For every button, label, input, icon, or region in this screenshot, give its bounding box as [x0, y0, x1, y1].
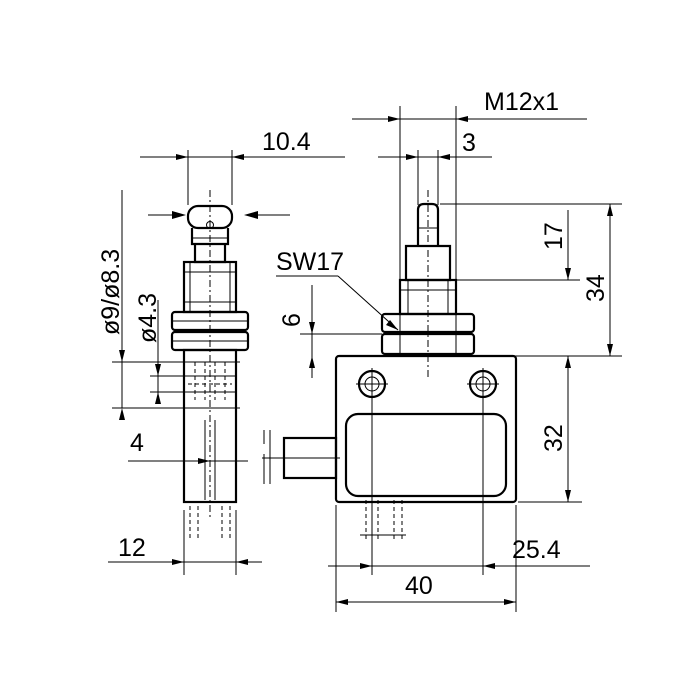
dim-overall-height: 34	[582, 274, 610, 302]
dim-nut-height: 6	[278, 313, 306, 327]
dim-cable: 4	[130, 429, 144, 457]
dim-thread: M12x1	[484, 88, 559, 116]
switch-housing	[334, 354, 518, 504]
cover-plate	[344, 412, 508, 498]
dim-body-width: 40	[405, 572, 433, 600]
dim-diameters: ø9/ø8.3	[97, 249, 125, 335]
dim-small-diameter: ø4.3	[134, 293, 162, 343]
dim-plunger-width: 3	[462, 129, 476, 157]
dim-body-height: 32	[540, 424, 568, 452]
front-nut-lower	[380, 332, 476, 356]
dim-side-width: 12	[118, 534, 146, 562]
dim-wrench-size: SW17	[276, 248, 344, 276]
dim-hole-spacing: 25.4	[512, 536, 561, 564]
side-view: 10.4 ø9/ø8.3 ø4.3 4 12	[97, 128, 345, 575]
dim-plunger-height: 17	[540, 222, 568, 250]
front-view: M12x1 3 SW17 6 34 17	[262, 88, 622, 612]
dim-roller-width: 10.4	[262, 128, 311, 156]
